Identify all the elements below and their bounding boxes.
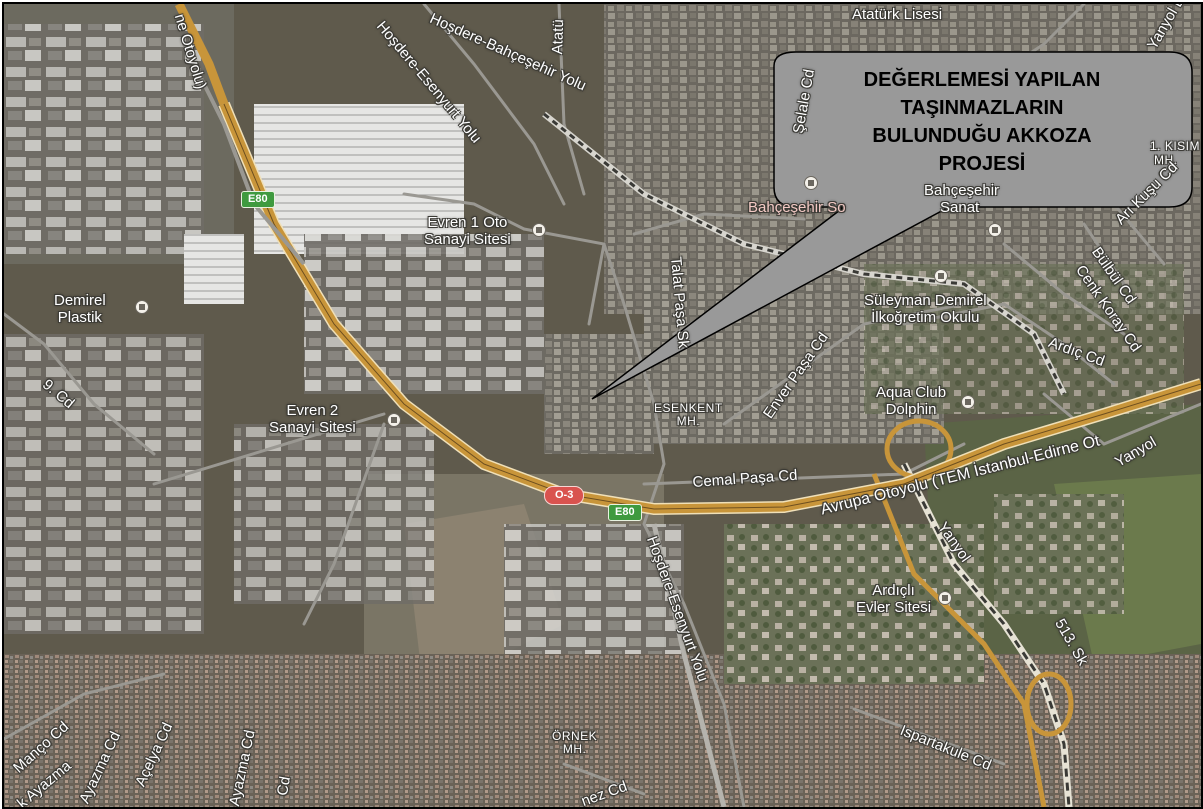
map-label-line: Plastik — [57, 309, 102, 326]
e80-shield: E80 — [608, 504, 642, 521]
district-label: ESENKENT MH. — [654, 402, 723, 428]
e80-shield: E80 — [241, 191, 275, 208]
map-label: Atatürk Lisesi — [852, 6, 943, 23]
map-label: Bahçeşehir — [924, 182, 1000, 199]
map-label: Aqua Club Dolphin — [876, 384, 946, 418]
map-label-line: Demirel — [54, 292, 106, 309]
satellite-map — [4, 4, 1201, 807]
map-label: Evren 2 Sanayi Sitesi — [269, 402, 356, 436]
poi-marker-icon[interactable] — [387, 413, 401, 427]
district-label: 1. KISIM — [1150, 139, 1201, 153]
district-label: MH. — [1154, 153, 1178, 167]
poi-marker-icon[interactable] — [532, 223, 546, 237]
district-label-line: ÖRNEK — [552, 729, 598, 743]
road-label: Cd — [274, 775, 295, 797]
callout-line-3: BULUNDUĞU AKKOZA — [872, 125, 1092, 147]
map-label: Ardıçlı Evler Sitesi — [856, 582, 931, 616]
map-label-line: Sanayi Sitesi — [424, 231, 511, 248]
callout-line-4: PROJESİ — [938, 153, 1026, 175]
o3-shield: O-3 — [544, 486, 585, 505]
callout-text: DEĞERLEMESİ YAPILAN TAŞINMAZLARIN BULUND… — [792, 66, 1172, 178]
road-label: Atatü — [549, 18, 568, 55]
callout-bubble — [591, 51, 1193, 400]
map-label-line: Süleyman Demirel — [864, 292, 987, 309]
district-label-line: MH. — [562, 742, 587, 756]
map-label-line: İlkoğretim Okulu — [871, 309, 980, 326]
district-label-line: MH. — [676, 414, 701, 428]
map-label: Evren 1 Oto Sanayi Sitesi — [424, 214, 511, 248]
poi-marker-icon[interactable] — [135, 300, 149, 314]
map-label: Bahçeşehir So — [748, 199, 846, 216]
map-label-line: Dolphin — [885, 401, 937, 418]
map-label-line: Ardıçlı — [872, 582, 915, 599]
map-label-line: Evren 2 — [286, 402, 339, 419]
poi-marker-icon[interactable] — [988, 223, 1002, 237]
callout-line-1: DEĞERLEMESİ YAPILAN — [863, 69, 1101, 91]
callout-line-2: TAŞINMAZLARIN — [900, 97, 1064, 119]
map-label-line: Aqua Club — [876, 384, 947, 401]
map-label: Süleyman Demirel İlkoğretim Okulu — [864, 292, 987, 326]
map-label: Sanat — [940, 199, 980, 216]
hospital-icon[interactable] — [804, 176, 818, 190]
map-label-line: Evren 1 Oto — [427, 214, 508, 231]
map-label-line: Evler Sitesi — [856, 599, 932, 616]
map-label-line: Sanayi Sitesi — [269, 419, 356, 436]
poi-marker-icon[interactable] — [934, 269, 948, 283]
poi-marker-icon[interactable] — [961, 395, 975, 409]
map-label: Demirel Plastik — [54, 292, 106, 326]
district-label-line: ESENKENT — [654, 401, 723, 415]
district-label: ÖRNEK MH. — [552, 730, 597, 756]
poi-marker-icon[interactable] — [938, 591, 952, 605]
